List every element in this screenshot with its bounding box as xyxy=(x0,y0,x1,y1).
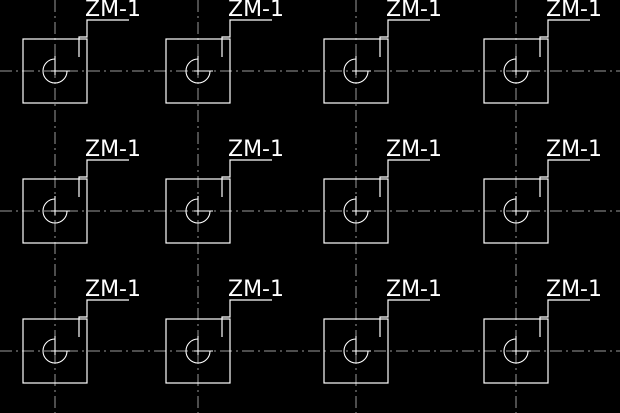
column-symbol-icon xyxy=(185,336,213,364)
pad-group: ZM-1 xyxy=(165,277,284,384)
column-symbol-icon xyxy=(503,196,531,224)
column-symbol-icon xyxy=(42,56,70,84)
pad-group: ZM-1 xyxy=(165,137,284,244)
column-symbol-icon xyxy=(343,56,371,84)
pad-label: ZM-1 xyxy=(228,137,284,162)
label-leader-line xyxy=(539,159,590,197)
pad-label: ZM-1 xyxy=(228,0,284,22)
column-symbol-icon xyxy=(503,336,531,364)
column-symbol-arc xyxy=(42,58,68,84)
pad-label: ZM-1 xyxy=(85,137,141,162)
pad-square xyxy=(165,178,231,244)
label-leader-line xyxy=(78,299,129,337)
pad-label: ZM-1 xyxy=(85,277,141,302)
label-leader-line xyxy=(221,299,272,337)
column-symbol-arc xyxy=(343,58,369,84)
column-symbol-icon xyxy=(42,336,70,364)
pad-square xyxy=(483,318,549,384)
label-leader-line xyxy=(221,19,272,57)
column-symbol-icon xyxy=(503,56,531,84)
column-symbol-icon xyxy=(185,196,213,224)
column-symbol-arc xyxy=(185,198,211,224)
pad-square xyxy=(323,318,389,384)
pad-square xyxy=(165,318,231,384)
column-symbol-arc xyxy=(185,58,211,84)
label-leader-line xyxy=(379,299,430,337)
pad-group: ZM-1 xyxy=(22,137,141,244)
column-symbol-arc xyxy=(503,58,529,84)
pad-label: ZM-1 xyxy=(546,137,602,162)
pad-group: ZM-1 xyxy=(483,0,602,104)
label-leader-line xyxy=(221,159,272,197)
label-leader-line xyxy=(379,19,430,57)
pad-label: ZM-1 xyxy=(546,0,602,22)
pad-group: ZM-1 xyxy=(22,277,141,384)
pad-square xyxy=(22,318,88,384)
column-symbol-arc xyxy=(343,198,369,224)
pad-square xyxy=(22,178,88,244)
pad-group: ZM-1 xyxy=(483,137,602,244)
label-leader-line xyxy=(78,159,129,197)
pad-group: ZM-1 xyxy=(323,277,442,384)
label-leader-line xyxy=(539,299,590,337)
pad-label: ZM-1 xyxy=(386,277,442,302)
pad-group: ZM-1 xyxy=(22,0,141,104)
pad-label: ZM-1 xyxy=(386,0,442,22)
label-leader-line xyxy=(379,159,430,197)
pad-group: ZM-1 xyxy=(483,277,602,384)
pad-label: ZM-1 xyxy=(85,0,141,22)
label-leader-line xyxy=(539,19,590,57)
column-symbol-icon xyxy=(343,336,371,364)
column-symbol-icon xyxy=(42,196,70,224)
column-symbol-icon xyxy=(343,196,371,224)
column-symbol-icon xyxy=(185,56,213,84)
column-symbol-arc xyxy=(185,338,211,364)
pad-group: ZM-1 xyxy=(165,0,284,104)
column-symbol-arc xyxy=(42,198,68,224)
pad-group: ZM-1 xyxy=(323,137,442,244)
label-leader-line xyxy=(78,19,129,57)
pad-square xyxy=(483,38,549,104)
column-symbol-arc xyxy=(42,338,68,364)
pad-square xyxy=(22,38,88,104)
pad-square xyxy=(165,38,231,104)
pad-square xyxy=(323,178,389,244)
column-symbol-arc xyxy=(503,338,529,364)
pad-square xyxy=(323,38,389,104)
pad-label: ZM-1 xyxy=(546,277,602,302)
pad-label: ZM-1 xyxy=(386,137,442,162)
pad-label: ZM-1 xyxy=(228,277,284,302)
pad-group: ZM-1 xyxy=(323,0,442,104)
column-symbol-arc xyxy=(343,338,369,364)
pad-square xyxy=(483,178,549,244)
column-symbol-arc xyxy=(503,198,529,224)
